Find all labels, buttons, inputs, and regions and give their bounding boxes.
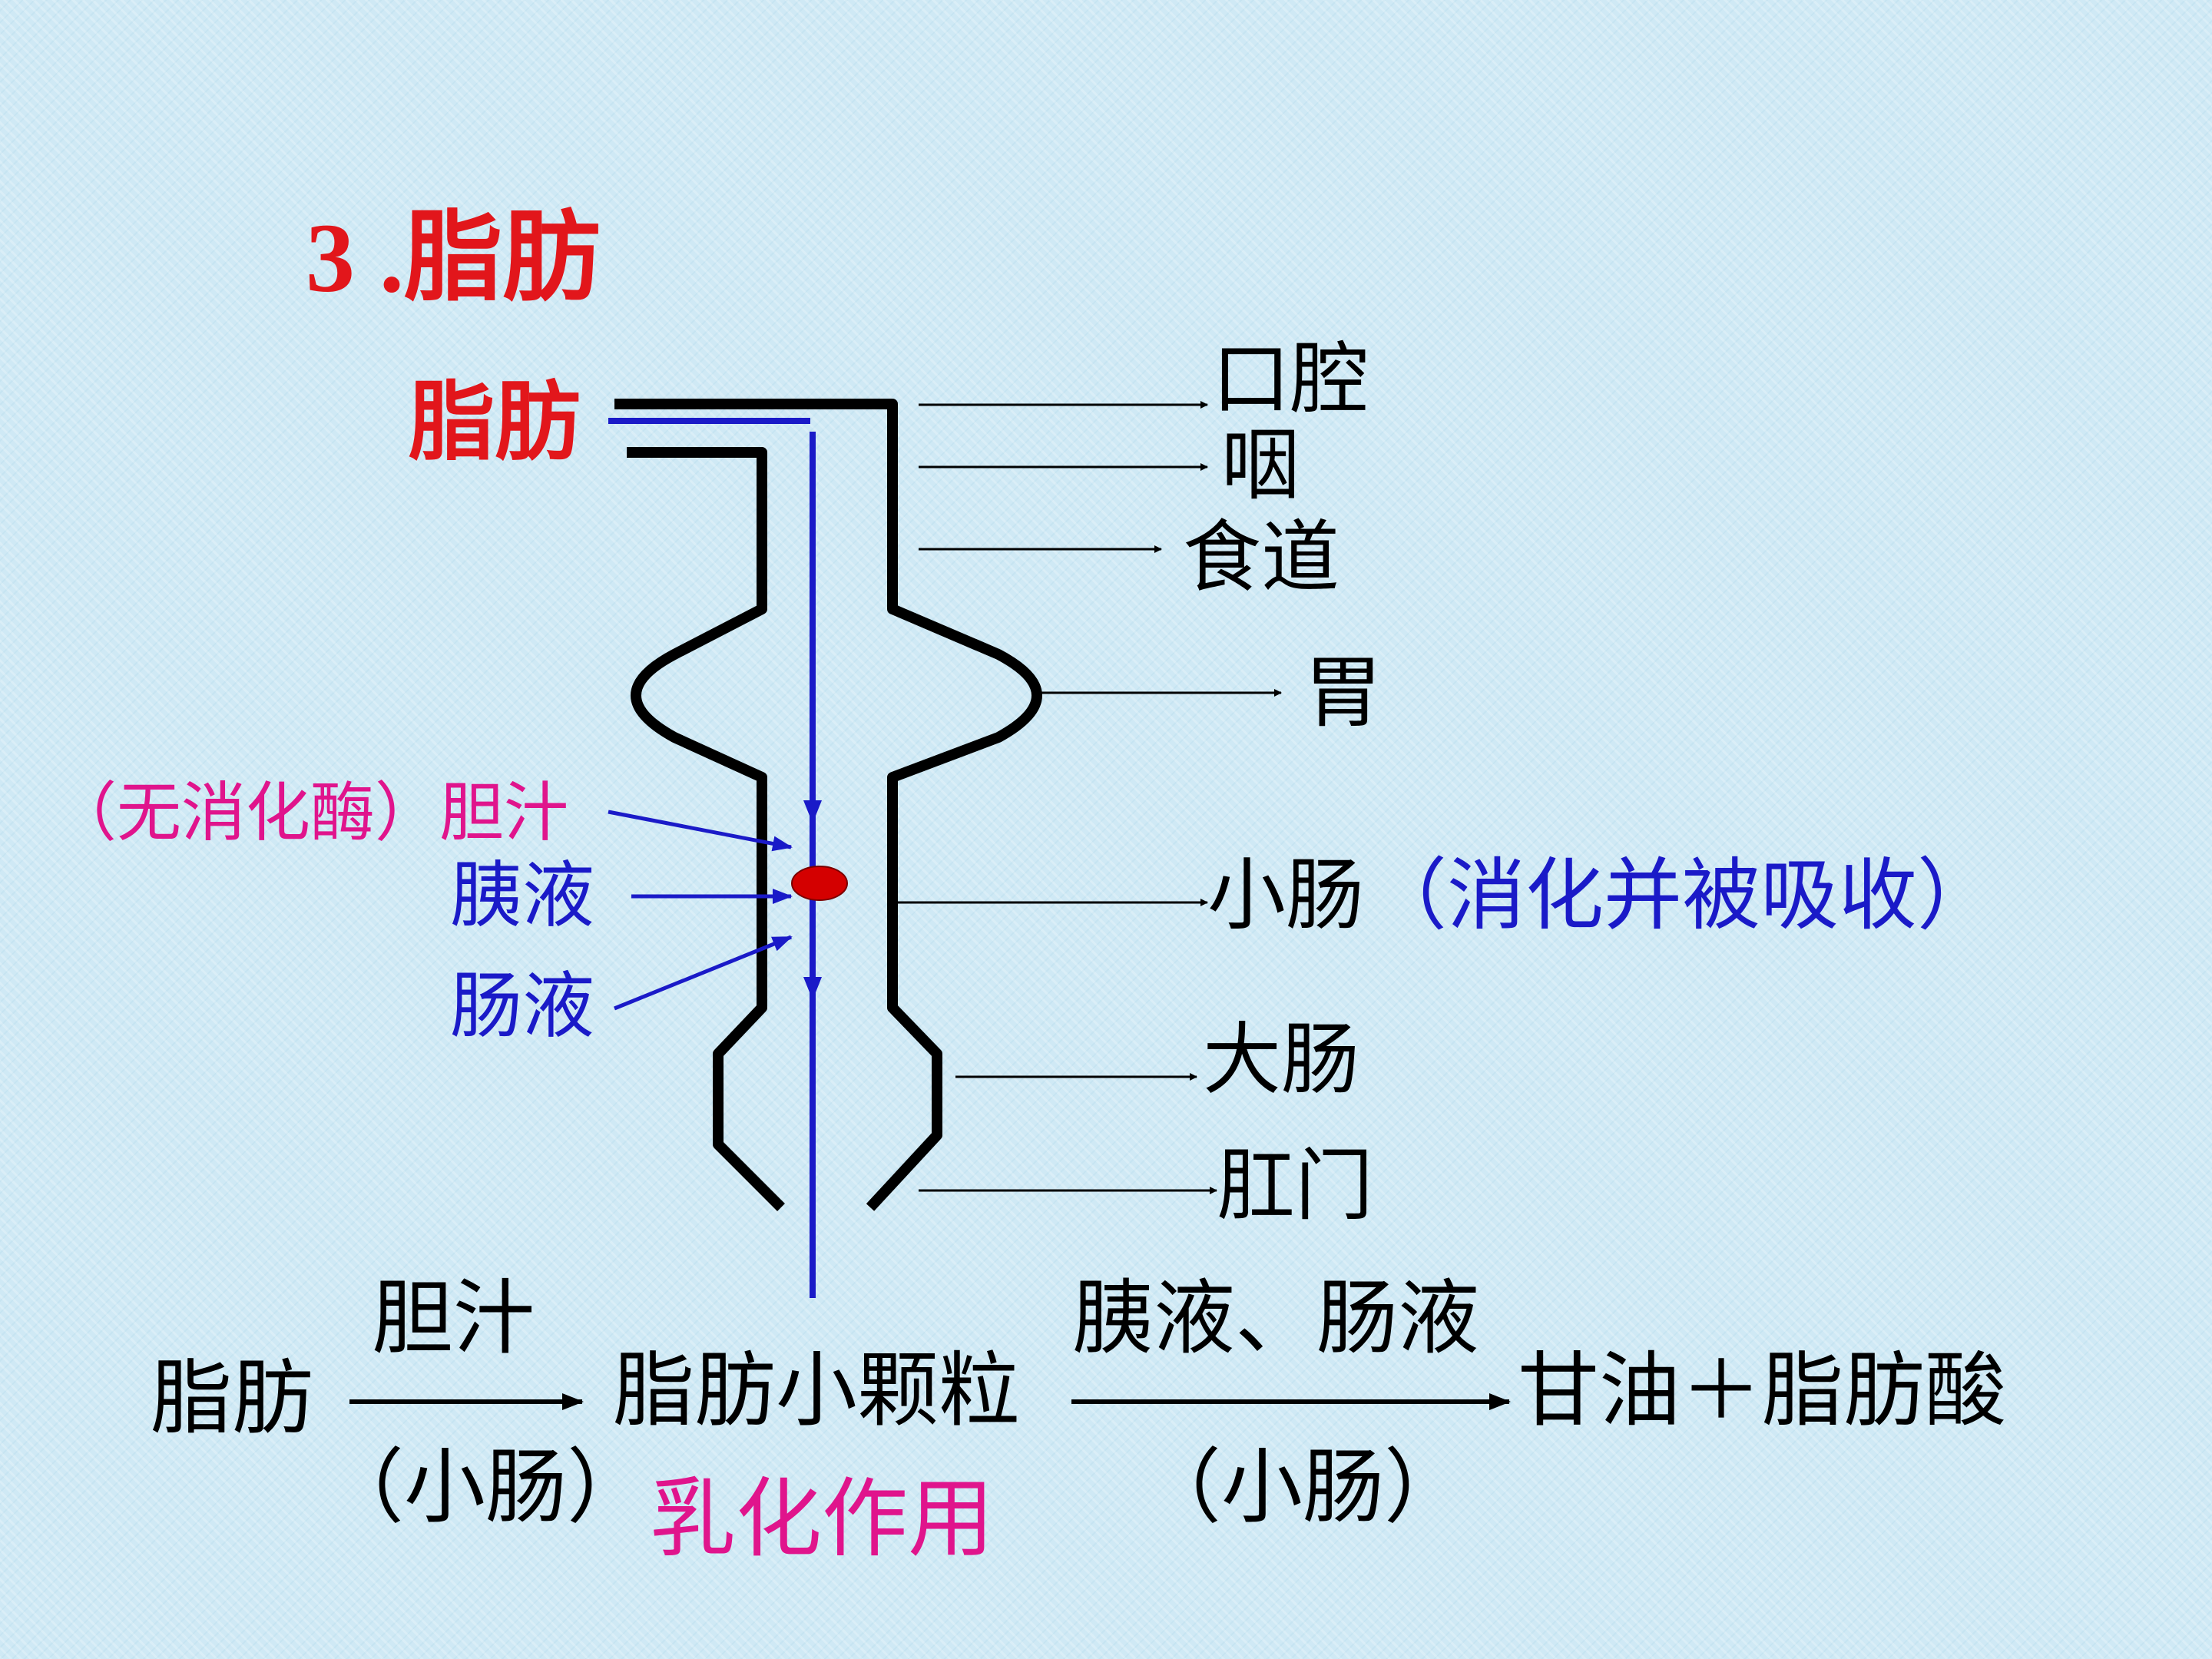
organ-arrows — [888, 401, 1282, 1194]
organ-label-mouth: 口腔 — [1212, 334, 1369, 426]
equation-start: 脂肪 — [151, 1351, 313, 1445]
bile-label: （无消化酶）胆汁 — [52, 775, 569, 850]
pathway-arrowhead — [803, 800, 822, 823]
pathway-arrowhead — [803, 977, 822, 1000]
tract-left-wall — [627, 447, 785, 1211]
bile-arrow — [608, 810, 793, 852]
food-pathway — [608, 418, 816, 1298]
equation-step2-above: 胰液、肠液 — [1072, 1271, 1479, 1366]
organ-label-small-intestine: 小肠 — [1207, 850, 1364, 942]
intestinal-arrow — [614, 935, 793, 1011]
fat-droplet — [791, 866, 848, 901]
organ-label-large-intestine: 大肠 — [1203, 1015, 1359, 1106]
tract-outline — [614, 399, 1042, 1211]
pathway-arrowheads — [803, 800, 822, 1000]
equation-step1-below: （小肠） — [323, 1440, 648, 1535]
equation-step2-below: （小肠） — [1140, 1440, 1465, 1535]
organ-label-anus: 肛门 — [1217, 1141, 1373, 1232]
organ-label-stomach: 胃 — [1304, 647, 1382, 739]
equation-end: 甘油＋脂肪酸 — [1518, 1343, 2006, 1438]
organ-label-pharynx: 咽 — [1221, 420, 1300, 512]
equation-step1-above: 胆汁 — [372, 1271, 535, 1366]
organ-label-esophagus: 食道 — [1183, 512, 1339, 604]
intestinal-juice-label: 肠液 — [450, 965, 595, 1048]
juice-arrows — [608, 810, 793, 1011]
emulsification-label: 乳化作用 — [650, 1469, 994, 1569]
page-title: 3 .脂肪 — [306, 204, 601, 313]
pancreatic-juice-label: 胰液 — [450, 854, 595, 938]
tract-right-wall — [614, 399, 1042, 1211]
fat-input-label: 脂肪 — [409, 372, 581, 472]
equation-middle: 脂肪小颗粒 — [613, 1343, 1020, 1438]
small-intestine-note: （消化并被吸收） — [1369, 850, 1995, 942]
